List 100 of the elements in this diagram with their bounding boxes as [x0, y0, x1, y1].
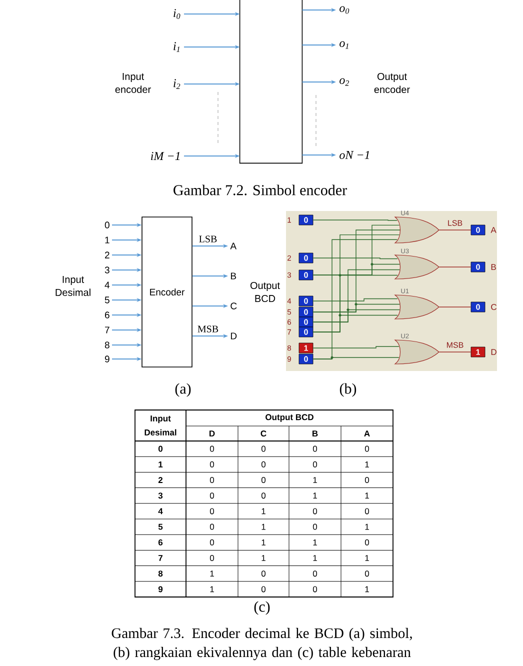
logic-probe: 0 — [298, 252, 314, 264]
table-cell: 0 — [312, 524, 318, 530]
table-cell: 1 — [365, 461, 369, 468]
table-cell: 1 — [262, 508, 266, 514]
table-header: 4 — [158, 508, 163, 514]
figure-caption: Gambar 7.3. Encoder decimal ke BCD (a) simbol, (b) rangkaian ekivalennya dan (c) table kebenaran — [112, 628, 412, 660]
logic-probe: 0 — [470, 224, 486, 236]
table-header: 0 — [158, 446, 163, 452]
side-label: Output encoder — [374, 72, 410, 94]
signal-label: 6 — [105, 312, 110, 318]
side-label: Input Desimal — [56, 276, 90, 296]
logic-probe: 1 — [470, 346, 486, 358]
wire — [312, 264, 400, 276]
signal-label: i$_{0}$ — [174, 9, 180, 19]
signal-label: B — [230, 272, 236, 280]
signal-label: o$_{1}$ — [340, 41, 348, 49]
signal-label: 2 — [104, 252, 110, 258]
signal-label: 7 — [105, 326, 110, 334]
table-cell: 1 — [313, 539, 317, 546]
table-header: 8 — [158, 570, 163, 577]
logic-probe: 0 — [470, 302, 486, 312]
signal-label: 3 — [104, 266, 110, 274]
table-cell: 1 — [365, 524, 369, 530]
table-cell: 0 — [210, 555, 214, 561]
table-cell: 0 — [210, 539, 214, 546]
table-cell: 0 — [364, 570, 370, 577]
table-cell: 1 — [262, 539, 266, 546]
table-cell: 1 — [210, 570, 214, 577]
signal-label: 4 — [104, 282, 110, 288]
table-cell: 0 — [364, 446, 370, 452]
table-cell: 0 — [312, 508, 318, 514]
table-header: Input Desimal — [144, 416, 176, 436]
table-cell: 0 — [210, 524, 214, 530]
logic-probe: 0 — [298, 214, 314, 226]
table-header: C — [260, 430, 266, 436]
signal-label: 8 — [104, 342, 110, 348]
signal-label: C — [230, 302, 237, 310]
signal-label: o$_{0}$ — [340, 6, 350, 14]
table-cell: 1 — [365, 586, 369, 592]
table-cell: 1 — [262, 555, 266, 561]
logic-probe: 0 — [470, 262, 486, 272]
table-header: Output BCD — [266, 414, 314, 422]
wire — [312, 314, 398, 332]
table-cell: 0 — [364, 539, 370, 546]
edge-label: MSB — [446, 342, 464, 348]
logic-probe: 1 — [298, 342, 314, 354]
wire — [438, 306, 472, 308]
signal-label: A — [230, 242, 237, 250]
table-header: 5 — [158, 524, 163, 530]
signal-label: i$_{1}$ — [174, 42, 180, 52]
signal-label: 5 — [104, 296, 110, 304]
table-cell: 1 — [313, 555, 317, 561]
table-header: 7 — [158, 555, 162, 561]
logic-probe: 0 — [298, 296, 314, 306]
table-cell: 0 — [261, 492, 266, 499]
table-cell: 0 — [261, 477, 266, 483]
signal-label: o$_{2}$ — [340, 78, 350, 86]
table-cell: 1 — [365, 492, 369, 499]
side-label: Output BCD — [250, 282, 280, 302]
signal-label: 1 — [105, 236, 110, 244]
table-cell: 0 — [210, 492, 214, 499]
output-letter: D — [491, 349, 496, 355]
table-cell: 1 — [313, 477, 317, 483]
table-header: 3 — [158, 492, 163, 499]
edge-label: LSB — [198, 235, 218, 243]
logic-probe: 0 — [298, 270, 314, 280]
table-cell: 0 — [210, 446, 214, 452]
wire — [312, 309, 400, 322]
signal-label: D — [230, 332, 237, 340]
table-cell: 0 — [210, 508, 214, 514]
table-header: 1 — [158, 461, 163, 468]
encoder-box — [239, 0, 303, 164]
table-header: 6 — [158, 539, 163, 546]
logic-probe: 0 — [298, 316, 314, 328]
table-header: B — [312, 430, 318, 436]
table-cell: 1 — [210, 586, 214, 592]
table-cell: 1 — [262, 524, 266, 530]
logic-probe: 0 — [298, 326, 314, 338]
side-label: Input encoder — [115, 73, 151, 93]
signal-label: 0 — [104, 222, 110, 228]
table-cell: 0 — [261, 446, 266, 452]
edge-label: LSB — [446, 220, 464, 226]
table-cell: 0 — [364, 477, 370, 483]
figure-caption: Gambar 7.2. Simbol encoder — [174, 184, 347, 196]
figure-caption: (b) — [340, 383, 356, 397]
table-cell: 0 — [364, 508, 370, 514]
wire — [312, 258, 398, 260]
table-cell: 0 — [210, 477, 214, 483]
table-cell: 0 — [261, 586, 266, 592]
figure-caption: (c) — [254, 601, 270, 615]
table-header: D — [210, 430, 215, 436]
table-header: 2 — [158, 477, 163, 483]
logic-probe: 0 — [298, 354, 314, 364]
table-cell: 0 — [312, 446, 318, 452]
table-cell: 1 — [365, 555, 369, 561]
signal-label: i$_{2}$ — [174, 79, 180, 89]
wire — [312, 346, 400, 348]
output-letter: A — [490, 227, 496, 233]
output-letter: B — [491, 264, 496, 270]
wire — [312, 298, 398, 302]
